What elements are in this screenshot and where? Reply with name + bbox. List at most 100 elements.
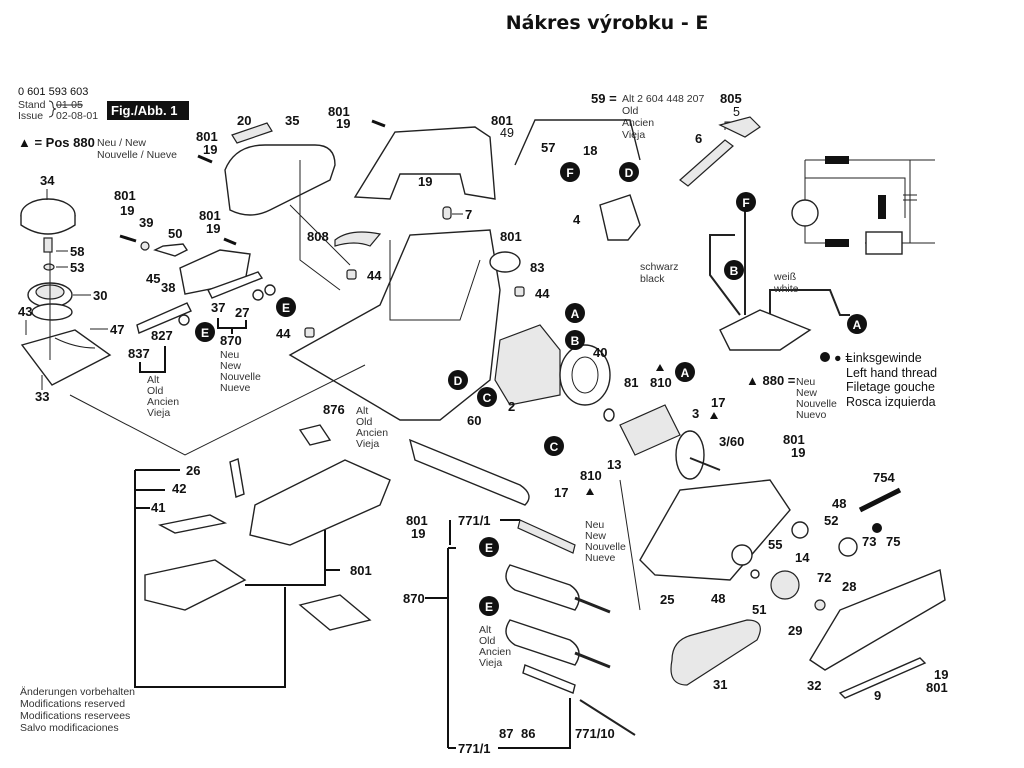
label-17-b: 17 — [554, 485, 568, 500]
label-801-e: 801 — [500, 229, 522, 244]
label-4: 4 — [573, 212, 581, 227]
left-thread-en: Left hand thread — [846, 366, 937, 380]
label-52: 52 — [824, 513, 838, 528]
label-49: 49 — [500, 126, 514, 140]
label-29: 29 — [788, 623, 802, 638]
label-31: 31 — [713, 677, 727, 692]
label-42: 42 — [172, 481, 186, 496]
label-73: 73 — [862, 534, 876, 549]
label-19-h: 19 — [411, 526, 425, 541]
new771-line4: Nueve — [585, 552, 616, 564]
svg-text:B: B — [571, 334, 580, 348]
label-801-h: 801 — [406, 513, 428, 528]
new880-line4: Nuevo — [796, 409, 827, 421]
left-thread-dot-icon — [820, 352, 830, 362]
label-75: 75 — [886, 534, 900, 549]
label-19-f: 19 — [791, 445, 805, 460]
new880-line3: Nouvelle — [796, 398, 837, 410]
callout-B: B — [724, 260, 744, 280]
label-827: 827 — [151, 328, 173, 343]
svg-text:C: C — [483, 391, 492, 405]
guard-plate — [838, 657, 927, 699]
label-801-g: 801 — [926, 680, 948, 695]
label-28: 28 — [842, 579, 856, 594]
old876-line3: Ancien — [356, 427, 388, 439]
label-58: 58 — [70, 244, 84, 259]
label-32: 32 — [807, 678, 821, 693]
footer-de: Änderungen vorbehalten — [20, 686, 135, 698]
triangle-new-icon — [656, 364, 664, 371]
new880-line1: Neu — [796, 376, 815, 388]
label-870-b: 870 — [403, 591, 425, 606]
wire-white-de: weiß — [773, 271, 796, 283]
pos880-line1: Neu / New — [97, 137, 146, 149]
label-47: 47 — [110, 322, 124, 337]
old771-line1: Alt — [479, 624, 491, 636]
callout-F: F — [560, 162, 580, 182]
old837-line4: Vieja — [147, 407, 170, 419]
label-808: 808 — [307, 229, 329, 244]
svg-text:D: D — [454, 374, 463, 388]
cable-item-59-note: 59 = Alt 2 604 448 207 Old Ancien Vieja — [591, 91, 704, 141]
svg-text:C: C — [550, 440, 559, 454]
stand-value: 01-05 — [56, 99, 83, 111]
svg-text:F: F — [742, 196, 749, 210]
label-810-a: 810 — [650, 375, 672, 390]
callout-A: A — [847, 314, 867, 334]
figure-badge — [107, 101, 189, 120]
callout-F: F — [736, 192, 756, 212]
label-17-a: 17 — [711, 395, 725, 410]
label-6: 6 — [695, 131, 702, 146]
label-86: 86 — [521, 726, 535, 741]
label-876: 876 — [323, 402, 345, 417]
label-801-b: 801 — [199, 208, 221, 223]
new870-line3: Nouvelle — [220, 371, 261, 383]
pos880-symbol: ▲ = Pos 880 — [18, 135, 95, 150]
new870-line4: Nueve — [220, 382, 251, 394]
label-805: 805 — [720, 91, 742, 106]
label-43: 43 — [18, 304, 32, 319]
label-19-d: 19 — [336, 116, 350, 131]
old876-line4: Vieja — [356, 438, 379, 450]
handle-cover-top — [353, 119, 496, 220]
label-44-b: 44 — [535, 286, 550, 301]
label-870-a: 870 — [220, 333, 242, 348]
new880-line2: New — [796, 387, 817, 399]
circuit-diagram — [791, 156, 935, 255]
left-thread-dot-icon — [872, 523, 882, 533]
linkage-assembly — [119, 234, 276, 334]
label-25: 25 — [660, 592, 674, 607]
svg-text:B: B — [730, 264, 739, 278]
triangle-new-icon — [710, 412, 718, 419]
main-housing — [288, 229, 525, 421]
switch — [599, 194, 641, 241]
label-810-b: 810 — [580, 468, 602, 483]
callout-B: B — [565, 330, 585, 350]
label-754: 754 — [873, 470, 895, 485]
label-83: 83 — [530, 260, 544, 275]
label-5: 5 — [733, 105, 740, 119]
label-37: 37 — [211, 300, 225, 315]
label-35: 35 — [285, 113, 299, 128]
label-19-b: 19 — [206, 221, 220, 236]
tube-60 — [408, 438, 530, 506]
left-thread-fr: Filetage gouche — [846, 380, 935, 394]
label-18: 18 — [583, 143, 597, 158]
svg-text:D: D — [625, 166, 634, 180]
triangle-new-icon — [586, 488, 594, 495]
parallel-guide — [144, 559, 247, 611]
cable-sleeve — [679, 139, 734, 187]
wrench — [858, 487, 902, 513]
belt-cover — [809, 569, 946, 671]
armature — [603, 404, 721, 480]
label-33: 33 — [35, 389, 49, 404]
item59-ancien: Ancien — [622, 117, 654, 129]
label-55: 55 — [768, 537, 782, 552]
pos880-line2: Nouvelle / Nueve — [97, 149, 177, 161]
label-72: 72 — [817, 570, 831, 585]
left-thread-de: Linksgewinde — [846, 351, 922, 365]
label-801-a: 801 — [114, 188, 136, 203]
label-20: 20 — [237, 113, 251, 128]
callout-C: C — [477, 387, 497, 407]
old771-line3: Ancien — [479, 646, 511, 658]
